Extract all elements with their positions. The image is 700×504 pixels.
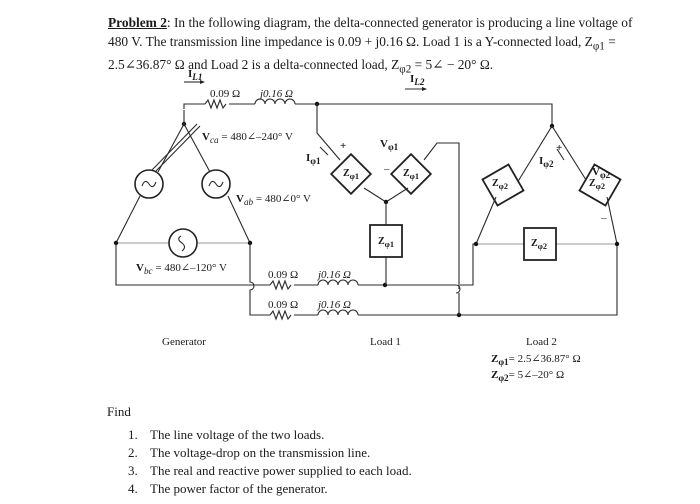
task-item: 1.The line voltage of the two loads.	[128, 427, 325, 442]
line2-resistance: 0.09 Ω	[268, 269, 299, 281]
resistor-1	[204, 98, 227, 110]
vphi1-label: Vφ1	[380, 138, 399, 153]
problem-heading: Problem 2	[108, 15, 167, 30]
iphi2-label: Iφ2	[539, 155, 554, 170]
generator	[113, 110, 270, 316]
load1-z-c	[369, 224, 403, 258]
plus-sign-load2: +	[556, 142, 563, 154]
line1-resistance: 0.09 Ω	[210, 88, 241, 100]
load2-z-a-label: Zφ2	[492, 178, 509, 191]
load1-z-c-label: Zφ1	[378, 236, 395, 249]
transmission-line-3	[269, 243, 618, 321]
load-2	[473, 123, 622, 261]
load2-z-b-label: Zφ2	[589, 178, 606, 191]
line2-reactance: j0.16 Ω	[318, 269, 352, 281]
minus-sign-load2: –	[601, 212, 607, 224]
il2-label: IL2	[410, 73, 425, 88]
source-bc	[168, 228, 198, 258]
load2-z1-value: Zφ1= 2.5∠36.87° Ω	[491, 353, 581, 368]
vca-label: Vca = 480∠–240° V	[202, 131, 293, 146]
line3-reactance: j0.16 Ω	[318, 299, 352, 311]
load2-z2-value: Zφ2= 5∠–20° Ω	[491, 369, 565, 384]
line3-resistance: 0.09 Ω	[268, 299, 299, 311]
vab-label: Vab = 480∠0° V	[236, 193, 311, 208]
load1-label: Load 1	[370, 336, 401, 348]
generator-label: Generator	[162, 336, 206, 348]
plus-sign-load1: +	[340, 140, 347, 152]
load-1	[316, 104, 460, 289]
load2-z-a	[481, 163, 525, 207]
vphi2-label: Vφ2	[592, 166, 611, 181]
vbc-label: Vbc = 480∠–120° V	[136, 262, 227, 277]
task-item: 2.The voltage-drop on the transmission l…	[128, 445, 371, 460]
load2-z-b	[578, 163, 622, 207]
load1-z-b-label: Zφ1	[403, 168, 420, 181]
minus-sign-load1: –	[384, 163, 390, 175]
task-item: 3.The real and reactive power supplied t…	[128, 463, 412, 478]
find-heading: Find	[107, 404, 131, 419]
load1-z-b	[389, 152, 433, 196]
load2-label: Load 2	[526, 336, 557, 348]
task-list: 1.The line voltage of the two loads. 2.T…	[128, 426, 412, 498]
line1-reactance: j0.16 Ω	[260, 88, 294, 100]
load1-z-a	[329, 152, 373, 196]
load2-z-c	[523, 227, 557, 261]
il1-label: IL1	[188, 68, 203, 83]
problem-statement: Problem 2: In the following diagram, the…	[108, 15, 633, 76]
iphi1-label: Iφ1	[306, 152, 321, 167]
inductor-1	[254, 98, 296, 105]
load2-z-c-label: Zφ2	[531, 238, 548, 251]
transmission-line-1	[183, 80, 553, 125]
task-item: 4.The power factor of the generator.	[128, 481, 328, 496]
load1-z-a-label: Zφ1	[343, 168, 360, 181]
